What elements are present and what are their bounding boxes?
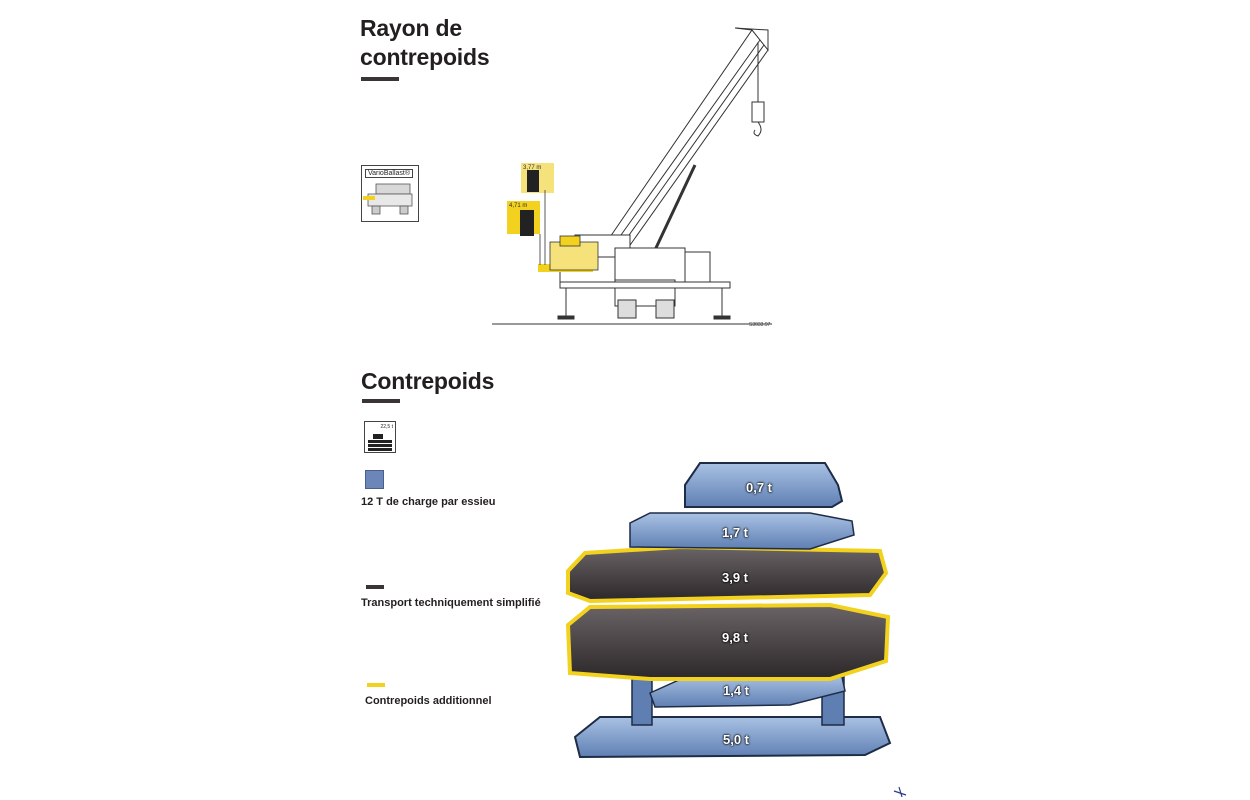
pen-mark-icon: [893, 786, 907, 798]
section-title-rayon: Rayon de contrepoids: [360, 14, 490, 72]
legend-swatch-blue: [365, 470, 384, 489]
radius-label-large: 4,71 m: [509, 203, 528, 209]
counterweight-label-2: 1,7 t: [722, 525, 749, 540]
legend-swatch-dark: [366, 585, 384, 589]
total-weight-badge: 22,5 t: [364, 421, 396, 453]
legend-label-yellow: Contrepoids additionnel: [365, 695, 492, 707]
title-line-1: Rayon de: [360, 15, 462, 41]
counterweight-label-3: 3,9 t: [722, 570, 749, 585]
total-weight-label: 22,5 t: [380, 424, 393, 430]
title-underline: [361, 77, 399, 81]
section-title-contrepoids: Contrepoids: [361, 368, 495, 394]
varioballast-label: VarioBallast®: [365, 169, 413, 178]
crane-drawing: [492, 27, 772, 325]
title-underline-2: [362, 399, 400, 403]
legend-label-dark: Transport techniquement simplifié: [361, 597, 541, 609]
varioballast-badge: VarioBallast®: [361, 165, 419, 222]
drawing-reference: S3033.97: [749, 322, 771, 328]
counterweight-stack: [565, 462, 892, 759]
varioballast-icon: [363, 183, 413, 215]
counterweight-label-6: 5,0 t: [723, 732, 750, 747]
legend-swatch-yellow: [367, 683, 385, 687]
counterweight-label-1: 0,7 t: [746, 480, 773, 495]
radius-label-small: 3,77 m: [523, 165, 542, 171]
counterweight-label-4: 9,8 t: [722, 630, 749, 645]
legend-label-blue: 12 T de charge par essieu: [361, 496, 496, 508]
title-line-2: contrepoids: [360, 44, 490, 70]
stack-icon: [368, 434, 392, 451]
counterweight-label-5: 1,4 t: [723, 683, 750, 698]
